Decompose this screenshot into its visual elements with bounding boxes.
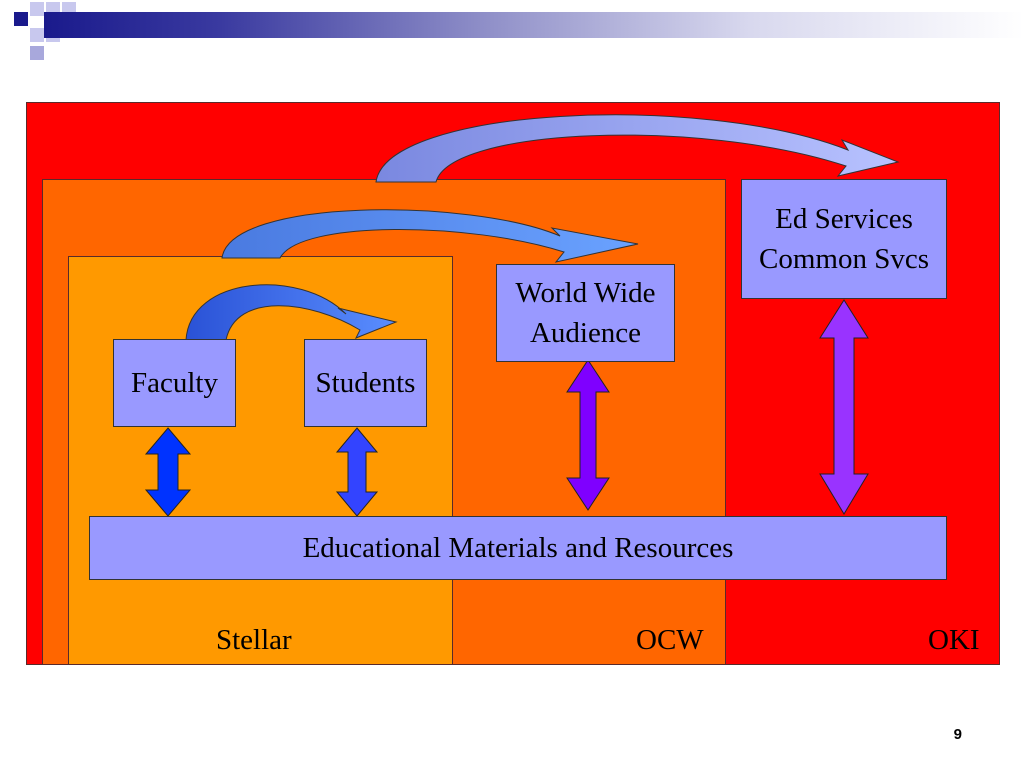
header-gradient-bar bbox=[44, 12, 1024, 38]
world-wide-audience-box: World Wide Audience bbox=[496, 264, 675, 362]
educational-materials-box: Educational Materials and Resources bbox=[89, 516, 947, 580]
world-wide-line1: World Wide bbox=[515, 277, 656, 309]
double-arrow-students bbox=[335, 427, 379, 517]
page-number: 9 bbox=[953, 726, 962, 743]
curved-arrow-ocw-to-ed-services bbox=[375, 114, 900, 183]
curved-arrow-stellar-to-world-wide bbox=[221, 209, 639, 263]
double-arrow-world-wide bbox=[566, 359, 610, 511]
students-box: Students bbox=[304, 339, 427, 427]
label-ocw: OCW bbox=[636, 624, 704, 656]
faculty-label: Faculty bbox=[131, 367, 218, 399]
ed-services-line2: Common Svcs bbox=[759, 243, 929, 275]
double-arrow-faculty bbox=[144, 427, 192, 517]
label-stellar: Stellar bbox=[216, 624, 292, 656]
double-arrow-ed-services bbox=[819, 299, 869, 515]
faculty-box: Faculty bbox=[113, 339, 236, 427]
educational-materials-label: Educational Materials and Resources bbox=[302, 532, 734, 564]
world-wide-line2: Audience bbox=[529, 317, 642, 349]
curved-arrow-faculty-to-students bbox=[185, 284, 398, 341]
label-oki: OKI bbox=[928, 624, 980, 656]
ed-services-line1: Ed Services bbox=[775, 203, 913, 235]
ed-services-box: Ed Services Common Svcs bbox=[741, 179, 947, 299]
students-label: Students bbox=[315, 367, 416, 399]
